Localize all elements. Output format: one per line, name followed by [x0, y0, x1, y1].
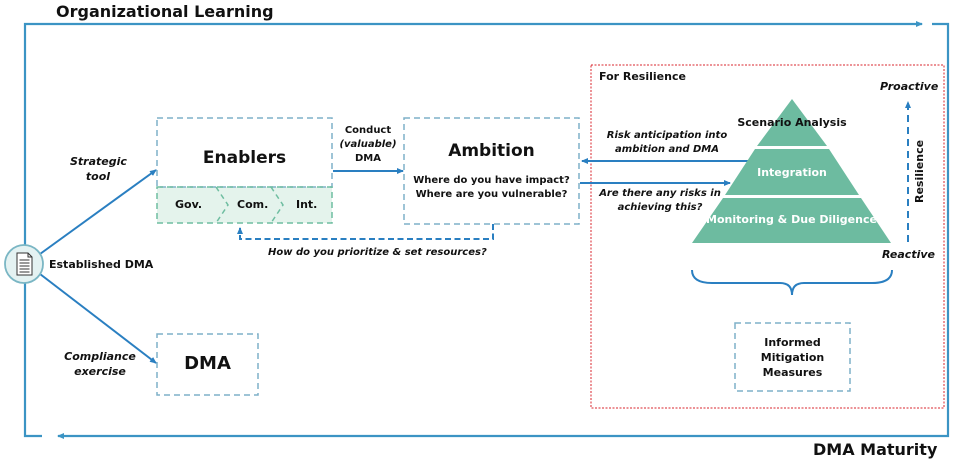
dma-title: DMA	[184, 353, 231, 374]
pyramid-label-scenario-analysis: Scenario Analysis	[737, 116, 847, 129]
curly-brace	[691, 269, 893, 296]
pyramid-label-monitoring: Monitoring & Due Diligence	[706, 213, 877, 226]
pyramid-tier-integration	[725, 149, 859, 195]
ambition-question-impact: Where do you have impact?	[413, 175, 570, 186]
document-icon	[4, 244, 44, 284]
compliance-exercise-label: Compliance exercise	[62, 349, 138, 379]
risk-anticipation-line1: Risk anticipation into	[606, 130, 728, 141]
compliance-label-line2: exercise	[74, 365, 126, 378]
dma-box	[156, 333, 259, 396]
resilience-pyramid	[692, 99, 891, 243]
mitigation-line3: Measures	[762, 366, 823, 379]
mitigation-measures-box	[734, 322, 851, 392]
strategic-label-line2: tool	[85, 170, 111, 183]
prioritize-feedback-arrow	[237, 224, 494, 240]
enablers-box	[156, 117, 333, 224]
conduct-line3: DMA	[355, 153, 381, 164]
dma-maturity-label: DMA Maturity	[813, 440, 938, 459]
strategic-tool-label: Strategic tool	[70, 154, 127, 184]
reactive-label: Reactive	[882, 248, 935, 261]
enabler-step-gov: Gov.	[175, 198, 203, 211]
conduct-line1: Conduct	[344, 125, 392, 136]
risk-anticipation-line2: ambition and DMA	[615, 144, 719, 155]
risk-anticipation-label: Risk anticipation into ambition and DMA	[596, 129, 738, 157]
ambition-box	[403, 117, 580, 225]
mitigation-measures-label: Informed Mitigation Measures	[735, 335, 850, 380]
pyramid-tier-scenario-analysis	[757, 99, 827, 146]
conduct-line2: (valuable)	[339, 139, 397, 150]
conduct-label: Conduct (valuable) DMA	[333, 124, 403, 166]
for-resilience-title: For Resilience	[599, 70, 686, 83]
pyramid-label-integration: Integration	[757, 166, 827, 179]
resilience-axis-label: Resilience	[913, 139, 926, 203]
compliance-arrow	[39, 273, 157, 364]
risks-question-line2: achieving this?	[617, 202, 703, 213]
learning-loop-frame	[23, 21, 950, 439]
mitigation-line1: Informed	[764, 336, 821, 349]
ambition-title: Ambition	[448, 141, 535, 161]
enablers-title: Enablers	[202, 148, 287, 168]
prioritize-label: How do you prioritize & set resources?	[268, 247, 487, 258]
risks-question-label: Are there any risks in achieving this?	[596, 187, 724, 215]
enabler-step-int: Int.	[296, 198, 318, 211]
strategic-arrow	[39, 169, 157, 255]
mitigation-line2: Mitigation	[760, 351, 825, 364]
enabler-step-com: Com.	[237, 198, 269, 211]
proactive-label: Proactive	[880, 80, 939, 93]
resilience-section-box	[590, 64, 945, 409]
risks-question-line1: Are there any risks in	[599, 188, 721, 199]
pyramid-tier-monitoring	[692, 198, 891, 243]
strategic-label-line1: Strategic	[70, 155, 127, 168]
organizational-learning-label: Organizational Learning	[56, 2, 274, 21]
compliance-label-line1: Compliance	[64, 350, 136, 363]
established-dma-label: Established DMA	[49, 258, 154, 271]
ambition-question-vulnerable: Where are you vulnerable?	[415, 189, 568, 200]
